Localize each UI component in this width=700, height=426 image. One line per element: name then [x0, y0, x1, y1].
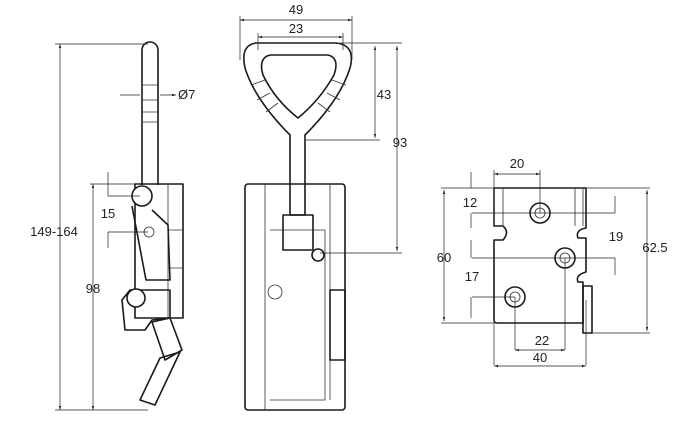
- dim-top-hole-y: 12: [463, 195, 477, 210]
- dim-pivot-offset: 15: [101, 206, 115, 221]
- dim-handle-to-hook: 93: [393, 135, 407, 150]
- dim-overall-height-plate: 62.5: [642, 240, 667, 255]
- dim-outer-width: 49: [289, 2, 303, 17]
- dim-hole-spacing-x: 22: [535, 333, 549, 348]
- dim-overall-height: 149-164: [30, 224, 78, 239]
- dim-body-height: 98: [86, 281, 100, 296]
- dim-handle-height: 43: [377, 87, 391, 102]
- front-view: 49 23 43 93: [239, 2, 407, 411]
- side-view: 149-164 98 15 Ø7: [30, 41, 195, 411]
- dim-plate-height: 60: [437, 250, 451, 265]
- dim-plate-width: 40: [533, 350, 547, 365]
- dim-inner-width: 23: [289, 21, 303, 36]
- dim-hole-offset-x: 20: [510, 156, 524, 171]
- dim-handle-diameter: Ø7: [178, 87, 195, 102]
- plate-view: 20 12 60 17 19 62.5 22 40: [437, 156, 668, 368]
- dim-bottom-hole-y: 17: [465, 269, 479, 284]
- dim-hole-spacing-y: 19: [609, 229, 623, 244]
